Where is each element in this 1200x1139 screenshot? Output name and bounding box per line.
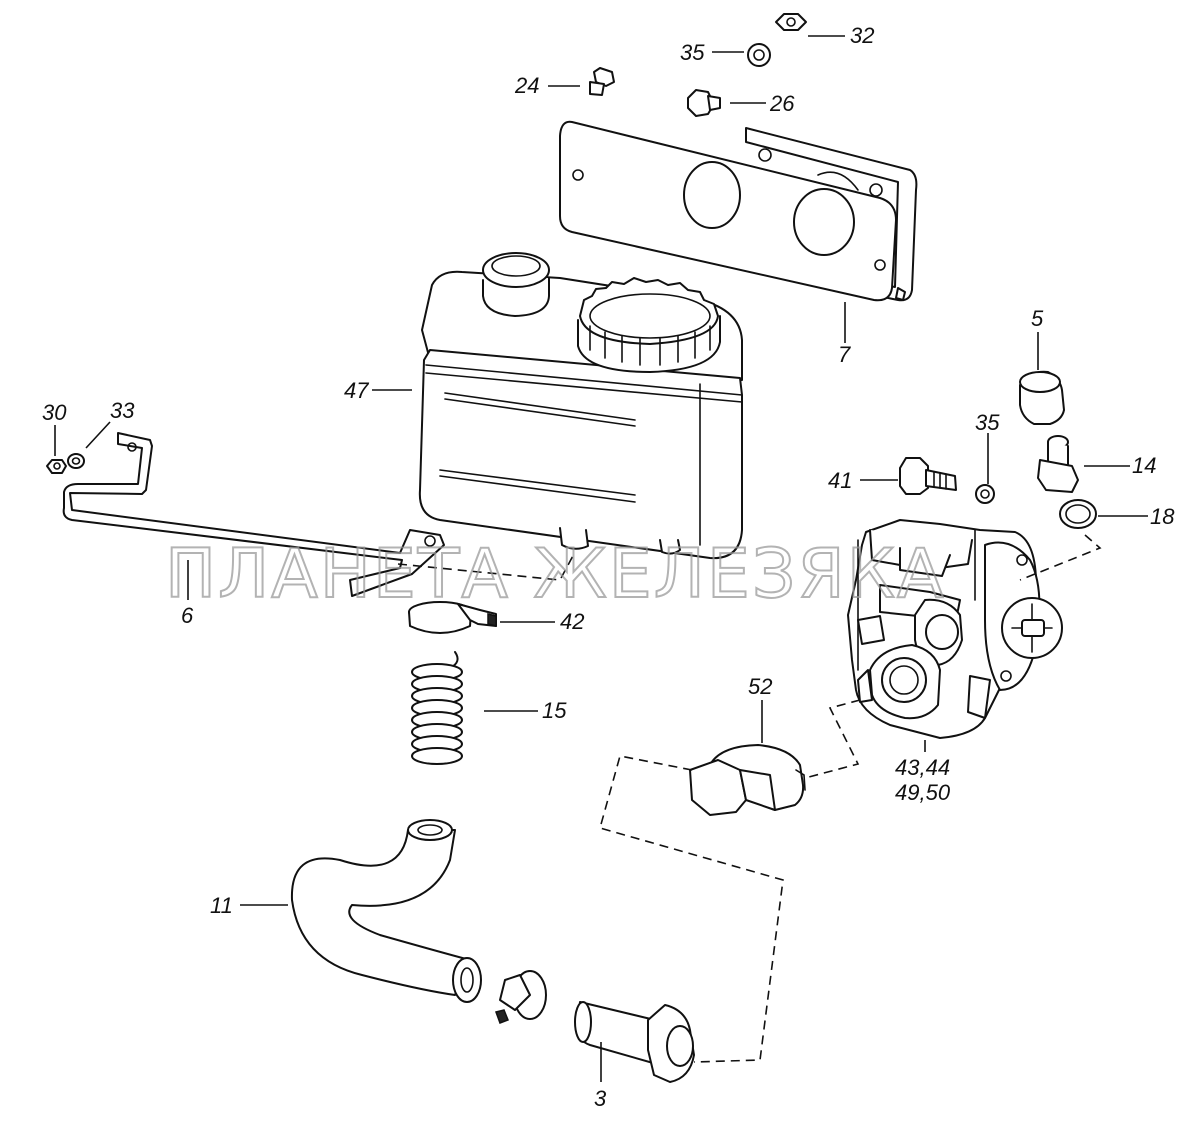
union-fitting — [1037, 435, 1079, 493]
callout-47: 47 — [344, 378, 369, 403]
callout-35-lower: 35 — [975, 410, 1000, 435]
hose-clamp-small — [495, 970, 547, 1024]
callout-11: 11 — [210, 893, 233, 918]
callout-24: 24 — [514, 73, 539, 98]
callout-7: 7 — [838, 342, 851, 367]
hose-clamp — [408, 601, 497, 634]
mounting-plate — [559, 120, 918, 302]
plug — [689, 744, 806, 816]
washer-35-lower — [975, 484, 995, 504]
hose — [290, 819, 482, 1003]
callout-30: 30 — [42, 400, 67, 425]
callout-42: 42 — [560, 609, 584, 634]
washer-33 — [67, 453, 85, 469]
callout-5: 5 — [1031, 306, 1044, 331]
mounting-bracket — [62, 432, 445, 597]
nut-32 — [775, 13, 807, 31]
coil-spring — [411, 651, 463, 765]
callout-15: 15 — [542, 698, 567, 723]
bolt-26 — [687, 89, 721, 117]
watermark: ПЛАНЕТА ЖЕЛЕЗЯКА — [165, 535, 946, 614]
callout-labels: 32 35 24 26 7 5 47 30 33 35 41 14 18 6 4… — [42, 23, 1175, 1111]
callout-33: 33 — [110, 398, 135, 423]
callout-32: 32 — [850, 23, 874, 48]
nut-30 — [46, 459, 67, 474]
connection-lines — [397, 534, 1102, 1063]
bolt-41 — [899, 457, 957, 495]
callout-26: 26 — [769, 91, 795, 116]
pump-assembly — [847, 519, 1063, 739]
o-ring — [1059, 499, 1097, 529]
callout-43-44: 43,44 — [895, 755, 950, 780]
callout-3: 3 — [594, 1086, 607, 1111]
adapter-cap — [1019, 370, 1065, 425]
callout-6: 6 — [181, 603, 194, 628]
callout-14: 14 — [1132, 453, 1156, 478]
fitting-bolt — [574, 1001, 695, 1083]
reservoir-tank — [418, 252, 743, 560]
leader-lines — [54, 35, 1148, 1082]
bolt-24 — [589, 67, 615, 96]
callout-35-upper: 35 — [680, 40, 705, 65]
callout-52: 52 — [748, 674, 772, 699]
callout-18: 18 — [1150, 504, 1175, 529]
callout-49-50: 49,50 — [895, 780, 951, 805]
callout-41: 41 — [828, 468, 852, 493]
washer-35-upper — [747, 43, 771, 67]
